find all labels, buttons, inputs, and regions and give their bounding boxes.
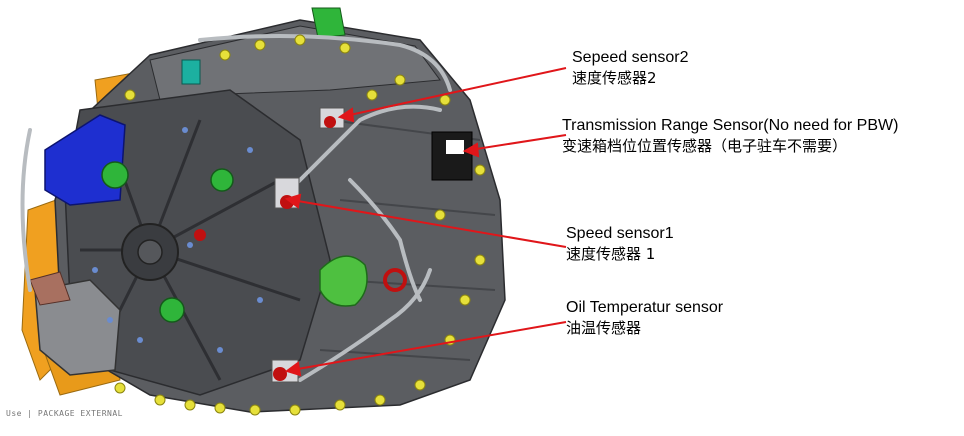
label-speed-sensor1: Speed sensor1 速度传感器 1 xyxy=(566,224,674,264)
arrow-speed-sensor2 xyxy=(344,67,567,117)
label-range-sensor-cn: 变速箱档位位置传感器（电子驻车不需要） xyxy=(562,137,848,155)
red-seal-1 xyxy=(383,268,407,292)
teal-fitting xyxy=(181,59,201,85)
label-oil-temp-sensor-cn: 油温传感器 xyxy=(566,319,642,337)
green-plug-1 xyxy=(101,161,129,189)
label-speed-sensor1-cn: 速度传感器 1 xyxy=(566,245,656,263)
footer-classification: Use | PACKAGE EXTERNAL xyxy=(6,409,123,418)
green-fitting-top xyxy=(311,7,346,39)
range-sensor-part xyxy=(431,131,473,181)
motor-connector xyxy=(29,271,71,306)
blue-actuator xyxy=(44,114,126,206)
oil-temp-sensor-part xyxy=(271,359,299,383)
label-range-sensor-en: Transmission Range Sensor(No need for PB… xyxy=(562,117,899,134)
label-speed-sensor2-en: Sepeed sensor2 xyxy=(572,49,689,66)
label-range-sensor: Transmission Range Sensor(No need for PB… xyxy=(562,116,898,156)
label-speed-sensor1-en: Speed sensor1 xyxy=(566,225,674,242)
label-speed-sensor2: Sepeed sensor2 速度传感器2 xyxy=(572,48,689,88)
label-speed-sensor2-cn: 速度传感器2 xyxy=(572,69,657,87)
arrow-range-sensor xyxy=(469,134,567,151)
motor-housing xyxy=(34,279,121,376)
label-oil-temp-sensor: Oil Temperatur sensor 油温传感器 xyxy=(566,298,723,338)
housing-front-face xyxy=(64,89,331,396)
label-oil-temp-sensor-en: Oil Temperatur sensor xyxy=(566,299,724,316)
red-seal-2 xyxy=(194,229,206,241)
speed-sensor2-part xyxy=(319,107,345,129)
green-output-flange xyxy=(319,255,368,307)
green-plug-2 xyxy=(210,168,234,192)
arrow-speed-sensor1 xyxy=(291,199,567,248)
green-plug-3 xyxy=(159,297,185,323)
blue-bolts xyxy=(92,127,263,353)
wiring-and-pipes xyxy=(20,34,452,382)
arrow-oil-temp-sensor xyxy=(291,321,567,371)
callout-arrows xyxy=(284,67,567,377)
